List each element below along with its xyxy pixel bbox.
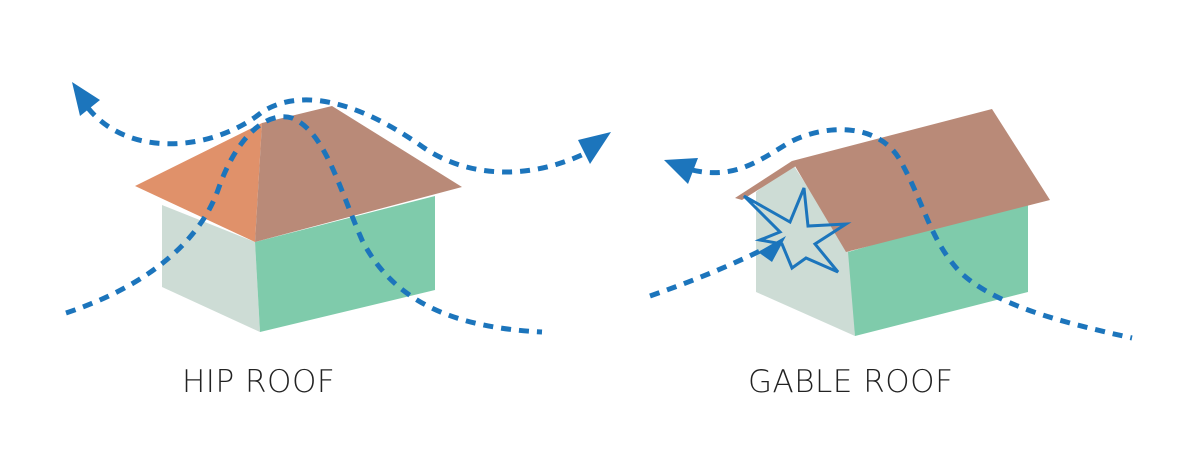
hip-house-front-wall — [255, 196, 435, 332]
damage-burst-icon — [742, 187, 852, 274]
wind-arrow-icon — [72, 82, 100, 116]
hip-house-side-wall — [162, 205, 260, 332]
hip-wind-through-house — [65, 114, 543, 335]
hip-wind-paths — [65, 97, 594, 335]
gable-wind-into-wall — [649, 247, 764, 299]
hip-roof-right-facet — [255, 106, 462, 242]
hip-wind-over-roof — [86, 97, 594, 175]
wind-arrow-icon — [664, 158, 698, 184]
hip-roof-caption: HIP ROOF — [182, 364, 336, 400]
gable-roof-caption: GABLE ROOF — [748, 364, 954, 400]
wind-arrow-icon — [578, 132, 611, 164]
gable-house-end-wall — [756, 163, 855, 336]
gable-wind-paths — [649, 127, 1133, 341]
hip-roof-house — [135, 106, 462, 332]
gable-wind-over-roof — [691, 127, 1133, 341]
hip-roof-left-facet — [135, 123, 262, 242]
gable-roof-plane — [792, 109, 1050, 252]
gable-roof-house — [735, 109, 1050, 336]
gable-roof-edge — [735, 161, 796, 200]
gable-house-front-wall — [848, 200, 1028, 336]
